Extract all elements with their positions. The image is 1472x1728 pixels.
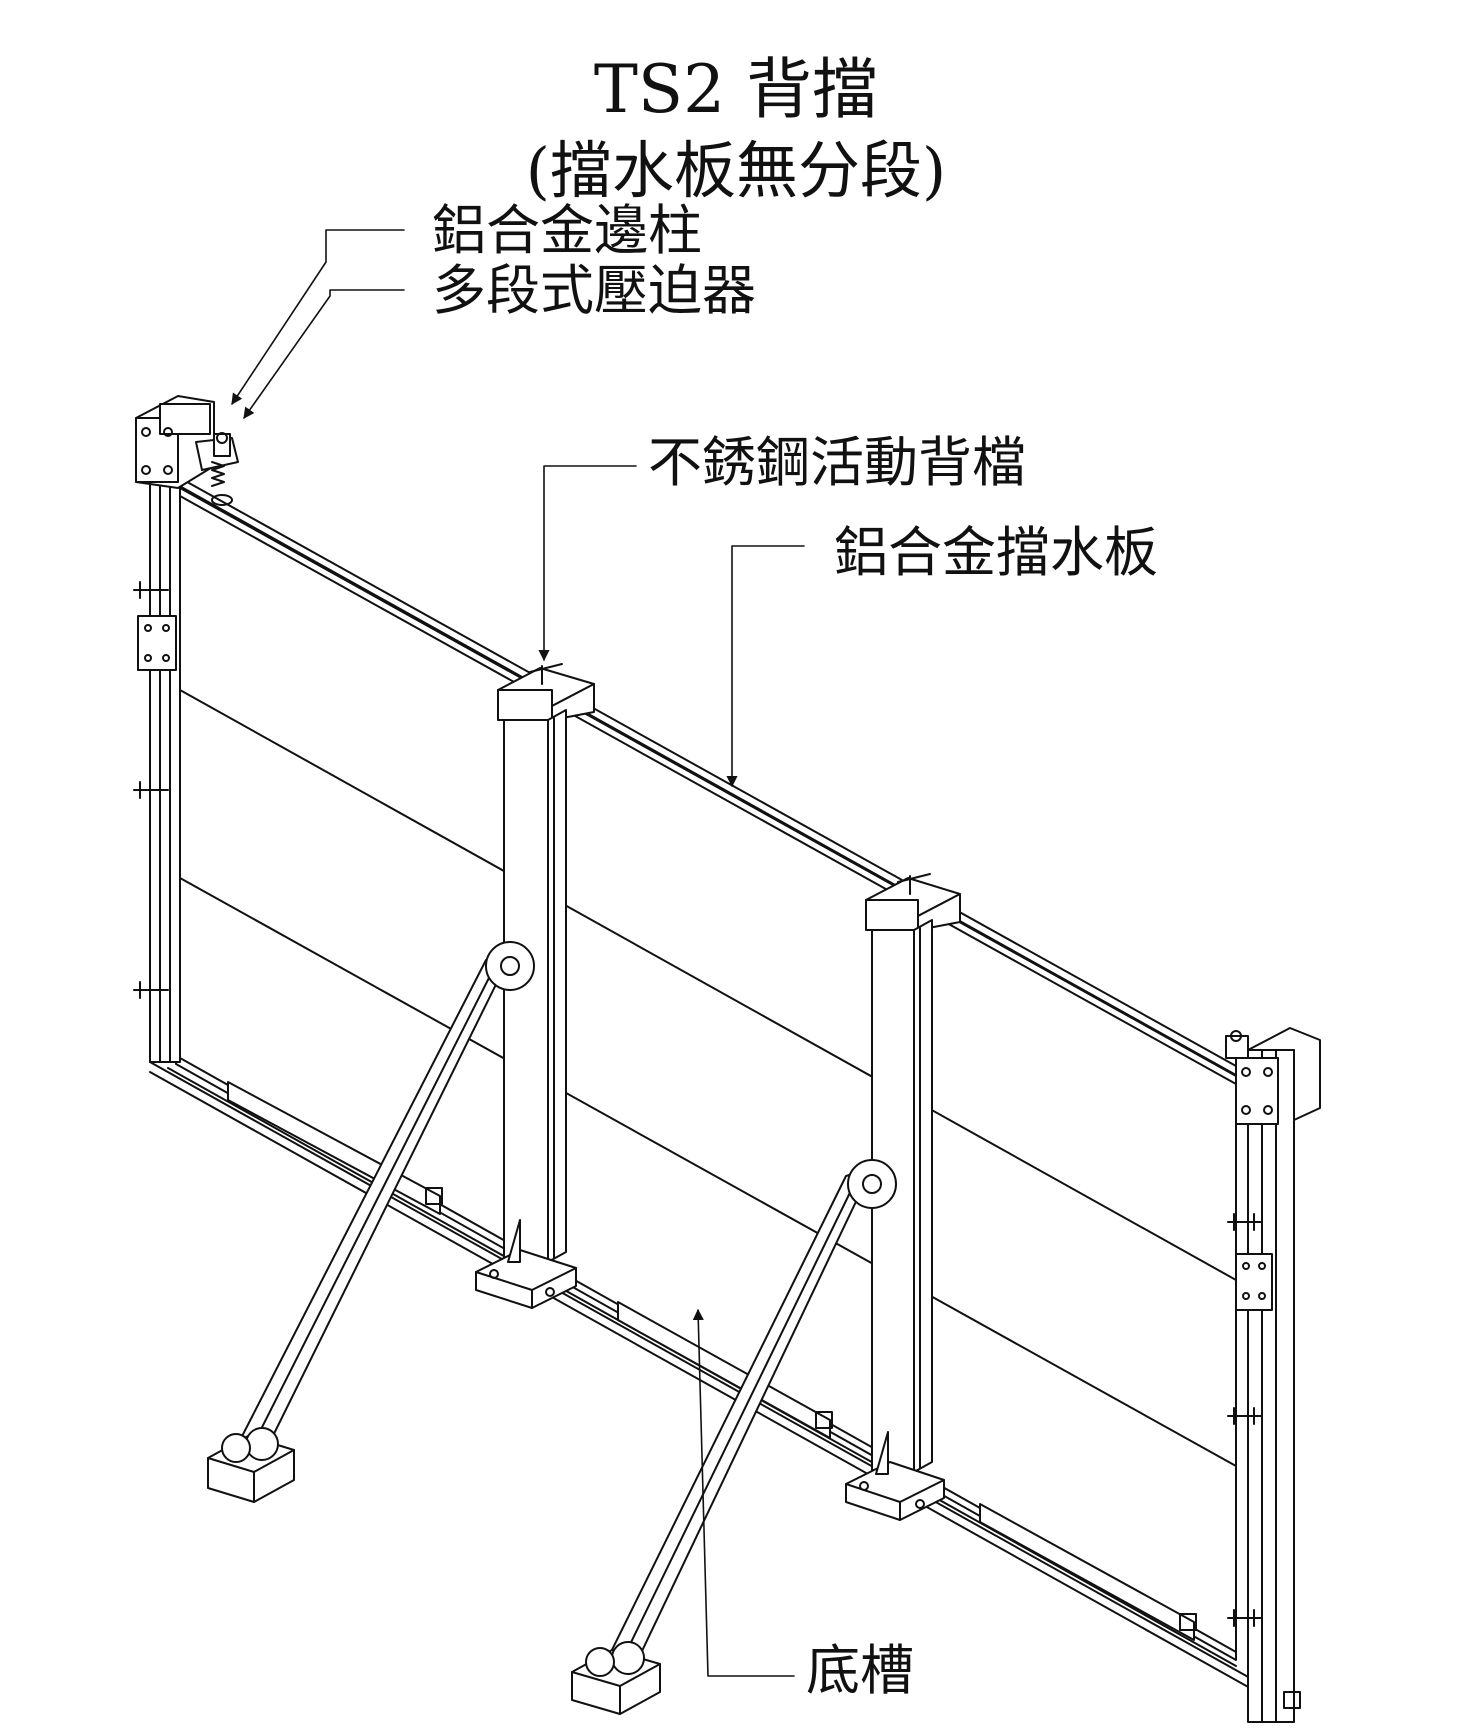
multi-stage-compressor [195, 432, 239, 506]
stainless-backstop-post-2 [845, 873, 961, 1521]
diagram-subtitle: (擋水板無分段) [525, 134, 947, 207]
diagonal-strut-1 [207, 941, 535, 1503]
stainless-backstop-post-1 [475, 663, 595, 1309]
label-panel: 鋁合金擋水板 [834, 521, 1158, 584]
diagram-title: TS2 背擋 [593, 51, 879, 128]
label-side-post: 鋁合金邊柱 [432, 199, 702, 262]
diagonal-strut-2 [571, 1159, 897, 1715]
label-backstop: 不銹鋼活動背檔 [648, 431, 1026, 494]
label-compressor: 多段式壓迫器 [432, 259, 756, 322]
label-bottom-channel: 底槽 [806, 1639, 914, 1702]
right-side-post [1225, 1027, 1321, 1723]
leader-lines [231, 229, 805, 1677]
